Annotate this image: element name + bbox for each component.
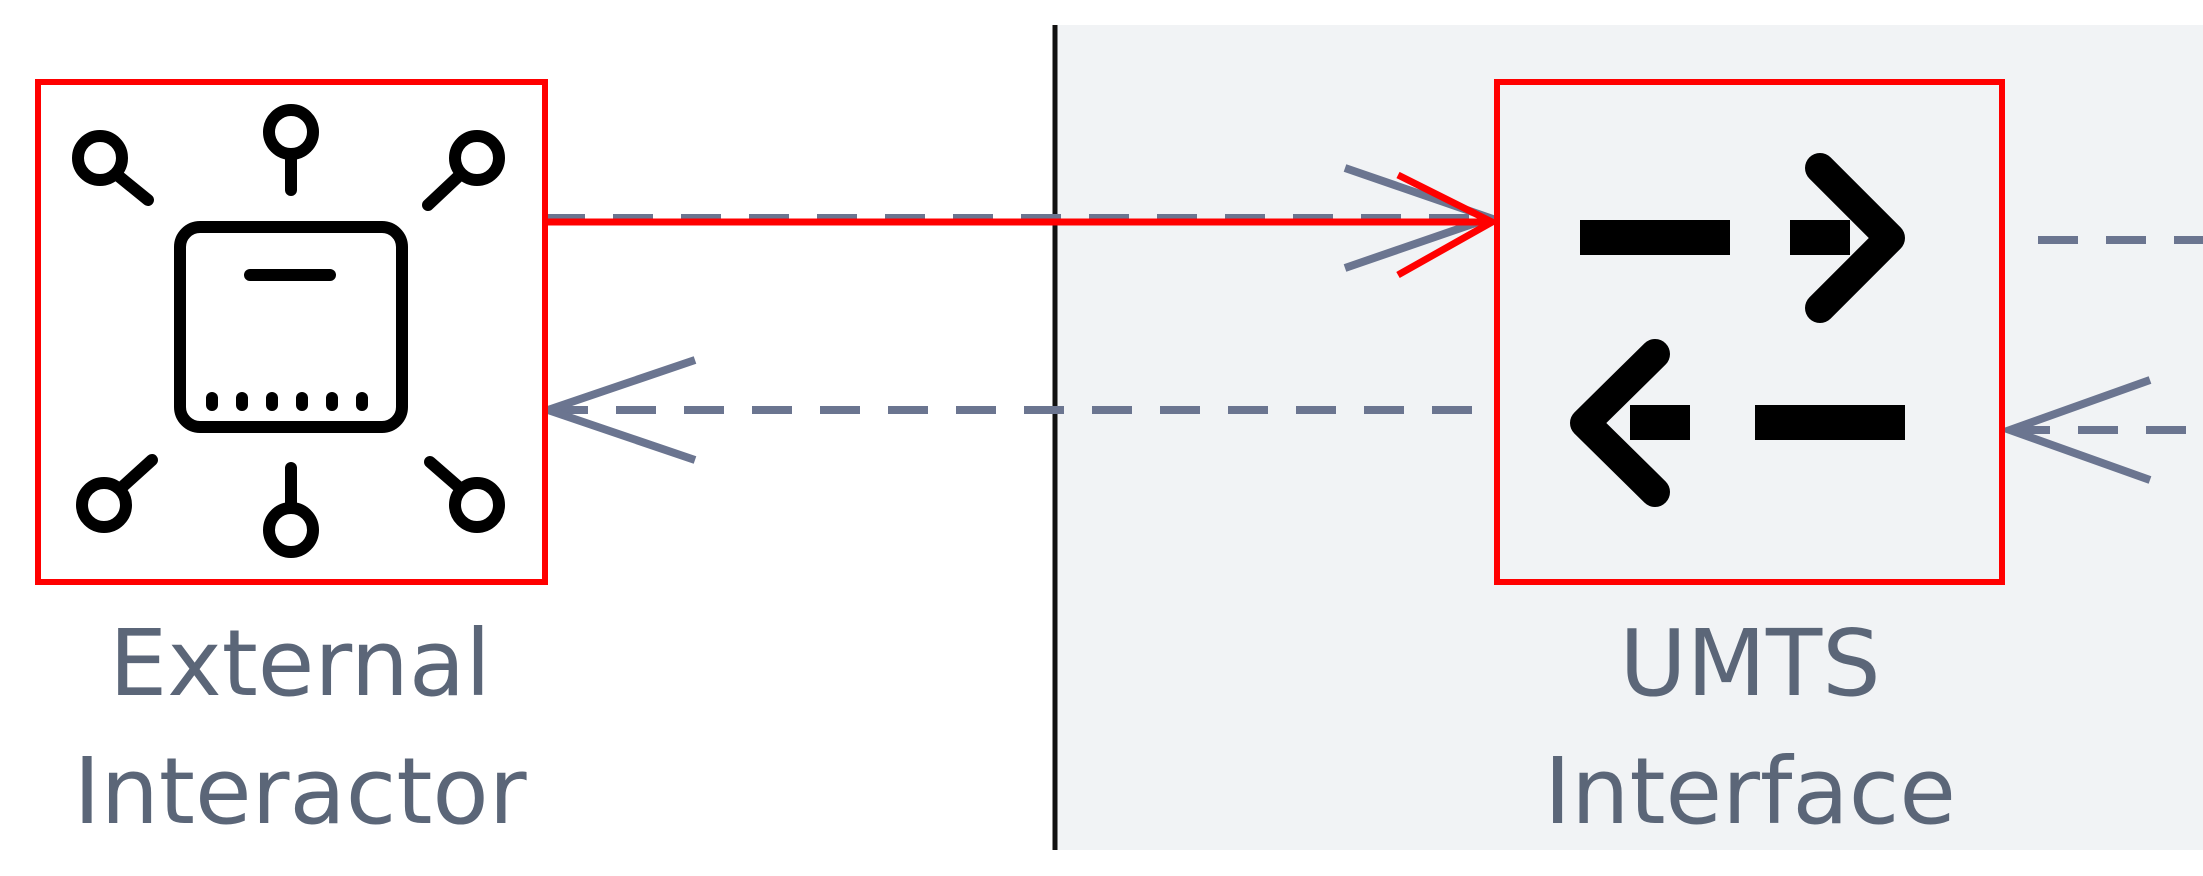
external-interactor-label: External Interactor: [73, 610, 527, 845]
highlighted-connector[interactable]: [545, 171, 1500, 279]
umts-interface-label: UMTS Interface: [1544, 610, 1956, 845]
umts-highlight-box: [1494, 79, 2005, 585]
connector-right-incoming[interactable]: [1998, 376, 2203, 484]
node-umts-interface[interactable]: [1494, 79, 2005, 585]
node-external-interactor[interactable]: [35, 79, 548, 585]
hub-device-icon: [72, 104, 505, 558]
bidirectional-arrows-icon: [1570, 153, 1905, 507]
